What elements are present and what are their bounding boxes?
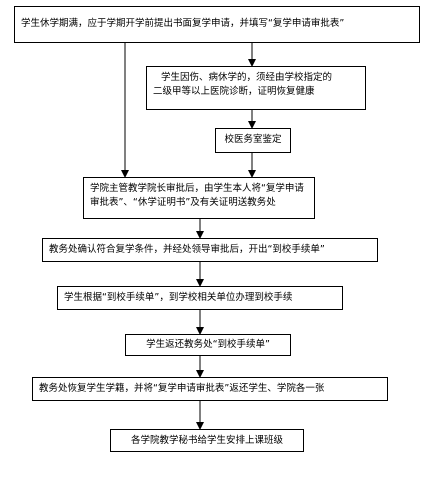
step-4-dean-box: 学院主管教学院长审批后，由学生本人将“复学申请 审批表”、“休学证明书”及有关证… [83,177,315,219]
step-1-apply-box: 学生休学期满，应于学期开学前提出书面复学申请，并填写“复学申请审批表” [14,6,420,43]
step-3-clinic-box: 校医务室鉴定 [215,128,291,153]
step-7-return-box: 学生返还教务处“到校手续单” [125,334,291,356]
step-8-text: 教务处恢复学生学籍，并将“复学申请审批表”返还学生、学院各一张 [39,383,325,394]
step-5-text: 教务处确认符合复学条件，并经处领导审批后，开出“到校手续单” [49,244,325,255]
step-5-confirm-box: 教务处确认符合复学条件，并经处领导审批后，开出“到校手续单” [42,238,378,262]
step-8-restore-box: 教务处恢复学生学籍，并将“复学申请审批表”返还学生、学院各一张 [32,377,388,401]
step-1-text: 学生休学期满，应于学期开学前提出书面复学申请，并填写“复学申请审批表” [21,18,345,29]
step-2-text-line1: 学生因伤、病休学的，须经由学校指定的 [161,72,333,83]
step-4-text-line1: 学院主管教学院长审批后，由学生本人将“复学申请 [90,183,304,194]
step-2-medical-box: 学生因伤、病休学的，须经由学校指定的 二级甲等以上医院诊断，证明恢复健康 [146,66,366,110]
step-9-text: 各学院教学秘书给学生安排上课班级 [130,435,283,446]
step-7-text: 学生返还教务处“到校手续单” [146,339,270,350]
step-6-procedure-box: 学生根据“到校手续单”，到学校相关单位办理到校手续 [57,286,343,310]
step-6-text: 学生根据“到校手续单”，到学校相关单位办理到校手续 [64,292,293,303]
step-3-text: 校医务室鉴定 [224,134,282,145]
step-4-text-line2: 审批表”、“休学证明书”及有关证明送教务处 [90,197,276,208]
step-2-text-line2: 二级甲等以上医院诊断，证明恢复健康 [153,86,315,97]
step-9-schedule-box: 各学院教学秘书给学生安排上课班级 [110,429,304,452]
